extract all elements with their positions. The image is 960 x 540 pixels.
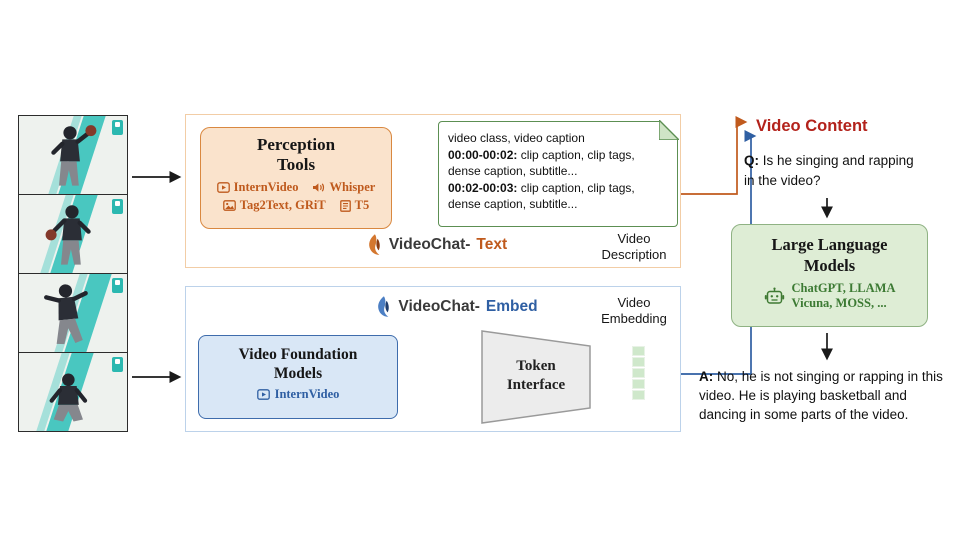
perception-tools-title-line1: Perception [256, 135, 336, 154]
brand-prefix: VideoChat- [388, 236, 471, 253]
video-content-header: Video Content [756, 117, 868, 135]
basketball [45, 229, 57, 241]
tool-label: InternVideo [233, 180, 299, 194]
tool-whisper: Whisper [312, 180, 375, 195]
watermark-icon [112, 199, 123, 214]
embedding-cell [632, 390, 645, 400]
image-icon [222, 200, 236, 211]
token-interface-shape [481, 330, 591, 424]
note-fold-corner [658, 118, 681, 141]
embedding-cell [632, 368, 645, 378]
videochat-embed-logo-icon [378, 296, 390, 317]
document-icon [339, 199, 351, 212]
videochat-text-brand: VideoChat- Text [316, 233, 556, 257]
watermark-icon [112, 278, 123, 293]
token-interface-label: Token Interface [506, 358, 566, 393]
tool-internvideo: InternVideo [216, 180, 299, 195]
person-figure [51, 125, 97, 186]
tool-label: Whisper [329, 180, 376, 194]
person-figure [45, 205, 91, 265]
foundation-title-line2: Models [273, 365, 323, 382]
video-foundation-models-box: Video Foundation Models InternVideo [198, 335, 398, 419]
watermark-icon [112, 357, 123, 372]
video-description-note: video class, video caption 00:00-00:02: … [438, 118, 681, 227]
videochat-embed-brand: VideoChat- Embed [336, 295, 576, 319]
video-frame-stack [18, 115, 128, 432]
brand-prefix: VideoChat- [398, 298, 480, 315]
play-video-icon [216, 182, 230, 193]
videochat-text-section: Perception Tools InternVideo Wh [185, 114, 681, 268]
video-description-label: Video Description [601, 231, 667, 262]
person-figure [44, 284, 88, 345]
foundation-model-internvideo: InternVideo [256, 387, 339, 402]
robot-icon [764, 287, 784, 304]
video-embedding-label: Video Embedding [601, 295, 667, 326]
embedding-cell [632, 379, 645, 389]
video-embedding-cells [632, 346, 645, 401]
brand-suffix: Text [476, 236, 508, 253]
video-frame-4 [18, 352, 128, 432]
watermark-icon [112, 120, 123, 135]
note-line-class: video class, video caption [448, 131, 585, 145]
tool-row-2: Tag2Text, GRiT T5 [201, 198, 391, 213]
tool-label: Tag2Text, GRiT [239, 198, 326, 212]
tool-tag2text-grit: Tag2Text, GRiT [222, 198, 326, 213]
token-interface: Token Interface [481, 330, 591, 424]
play-video-icon [256, 389, 270, 400]
videochat-text-logo-icon [369, 234, 380, 255]
llm-model-list: ChatGPT, LLAMA Vicuna, MOSS, ... [791, 281, 896, 310]
answer-text: A: No, he is not singing or rapping in t… [699, 369, 943, 422]
tool-row-1: InternVideo Whisper [201, 180, 391, 195]
question-text: Q: Is he singing and rapping in the vide… [744, 153, 914, 188]
perception-tools-title-line2: Tools [276, 155, 316, 174]
speaker-icon [313, 183, 325, 192]
basketball [85, 125, 97, 137]
video-frame-3 [18, 273, 128, 353]
llm-title-line1: Large Language [771, 235, 888, 254]
embedding-cell [632, 357, 645, 367]
llm-title-line2: Models [803, 256, 856, 275]
foundation-title-line1: Video Foundation [238, 346, 358, 363]
large-language-models-box: Large Language Models ChatGPT, LLAMA Vic… [731, 224, 928, 327]
tool-t5: T5 [339, 198, 370, 213]
videochat-embed-section: VideoChat- Embed Video Embedding Video Fo… [185, 286, 681, 432]
note-segment-1: 00:00-00:02: clip caption, clip tags, de… [448, 147, 635, 179]
video-frame-1 [18, 115, 128, 195]
brand-suffix: Embed [485, 298, 538, 315]
note-segment-2: 00:02-00:03: clip caption, clip tags, de… [448, 180, 635, 212]
person-figure [49, 373, 88, 422]
tool-label: T5 [354, 198, 370, 212]
llm-models: ChatGPT, LLAMA Vicuna, MOSS, ... [764, 281, 896, 311]
perception-tools-box: Perception Tools InternVideo Wh [200, 127, 392, 229]
embedding-cell [632, 346, 645, 356]
video-frame-2 [18, 194, 128, 274]
